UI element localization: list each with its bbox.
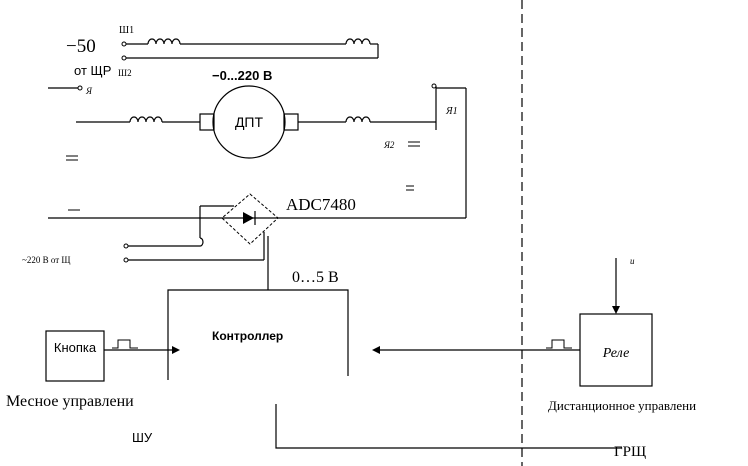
button-box	[45, 330, 105, 382]
label-motor-voltage: −0...220 В	[212, 68, 272, 83]
label-sh2: Ш2	[118, 68, 132, 78]
label-button: Кнопка	[54, 340, 97, 355]
controller-box	[167, 289, 349, 380]
terminal-sh1	[121, 41, 127, 47]
terminal-ac-2	[123, 257, 129, 263]
motor-brush-right	[283, 113, 299, 131]
motor-dpt-circle	[212, 85, 286, 159]
label-grshch: ГРЩ	[614, 444, 646, 460]
arrow-left-to-controller	[172, 346, 180, 354]
arrow-right-to-controller	[372, 346, 380, 354]
terminal-ya	[77, 85, 83, 91]
adc-bridge	[221, 193, 279, 245]
label-local-control: Месное управлени	[6, 393, 134, 410]
motor-brush-left	[199, 113, 215, 131]
controller-block	[167, 236, 622, 449]
controller-output-line	[275, 404, 622, 449]
label-remote-control: Дистанционное управлени	[548, 398, 696, 413]
label-relay: Реле	[602, 346, 630, 361]
terminal-sh2	[121, 55, 127, 61]
diode-symbol	[243, 212, 254, 224]
label-controller-supply: 0…5 В	[292, 269, 339, 286]
field-coil-left	[147, 38, 181, 45]
label-from-shchr: от ЩР	[74, 63, 111, 78]
arrow-down-to-relay	[612, 306, 620, 314]
armature-coil-left	[129, 116, 163, 123]
ac-input-wiring	[123, 205, 265, 263]
pulse-left	[112, 339, 138, 349]
label-sh1: Ш1	[119, 25, 134, 36]
field-winding	[121, 38, 379, 61]
label-u-arrow: u	[630, 256, 635, 266]
armature-coil-right	[345, 116, 371, 123]
armature-circuit	[76, 85, 436, 159]
field-coil-right	[345, 38, 371, 45]
label-ya2: Я2	[383, 140, 395, 150]
label-ya1: Я1	[445, 106, 458, 117]
remote-relay-path	[372, 258, 653, 387]
label-ac-input: ~220 В от Щ	[22, 255, 71, 265]
label-supply-neg50: −50	[66, 36, 96, 57]
pulse-right	[546, 339, 572, 349]
local-button-path	[45, 330, 180, 382]
terminal-ac-1	[123, 243, 129, 249]
label-shu: ШУ	[132, 430, 153, 445]
label-controller: Контроллер	[212, 329, 283, 343]
label-adc: ADC7480	[286, 195, 356, 214]
adc-diamond	[221, 193, 279, 245]
sensor-branch	[406, 83, 467, 218]
label-ya: Я	[85, 86, 93, 96]
label-motor: ДПТ	[235, 114, 264, 130]
